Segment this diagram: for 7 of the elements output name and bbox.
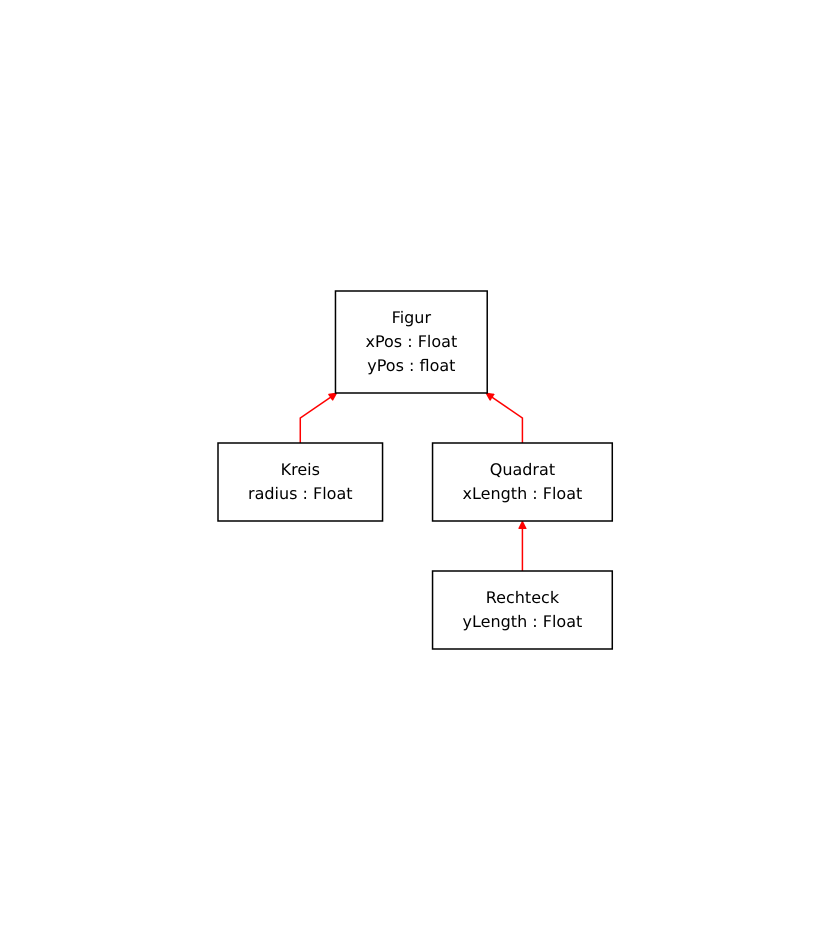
arrow: [518, 520, 527, 571]
node-box: Figur xPos : Float yPos : float: [334, 290, 488, 394]
node-box: Rechteck yLength : Float: [432, 570, 613, 650]
node-box: Kreis radius : Float: [217, 442, 384, 522]
node-box: Quadrat xLength : Float: [432, 442, 613, 522]
arrow: [485, 392, 524, 443]
arrow: [299, 392, 338, 443]
